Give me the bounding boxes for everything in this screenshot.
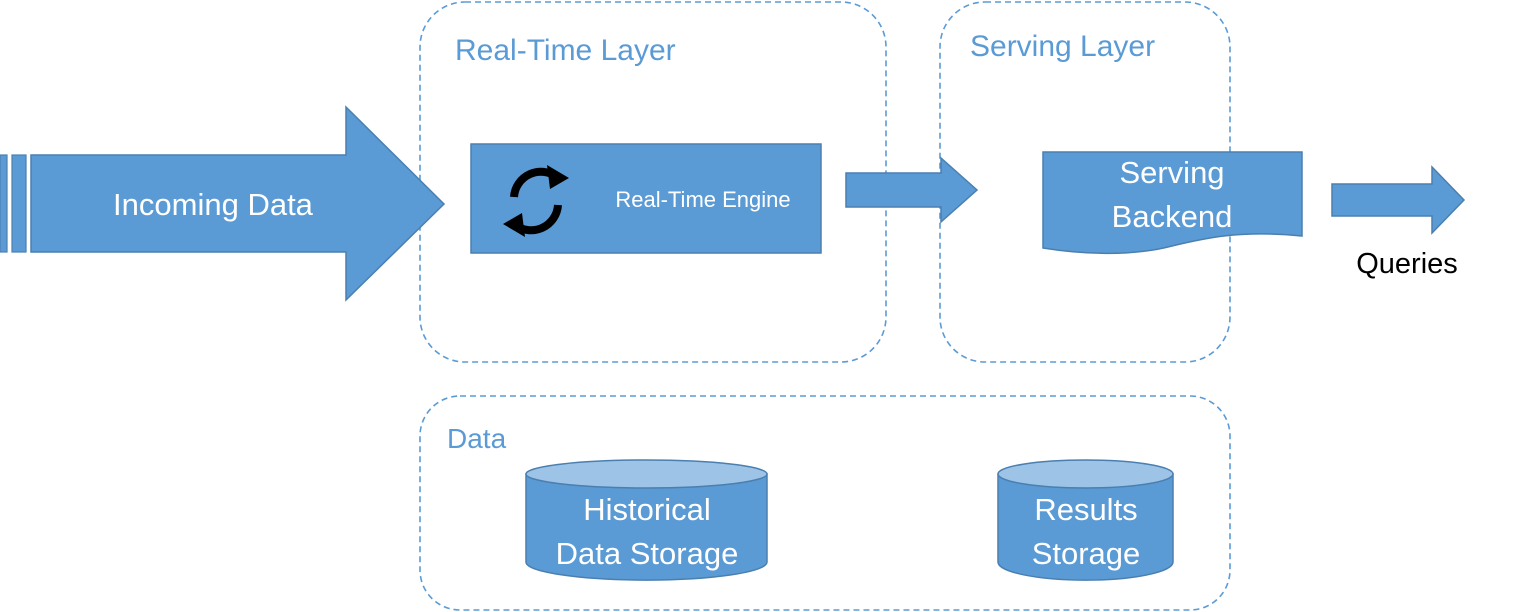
realtime-layer-title: Real-Time Layer — [455, 34, 676, 67]
queries-label: Queries — [1356, 248, 1458, 280]
results-storage-label-line1: Results — [1034, 492, 1137, 527]
data-layer-container — [419, 395, 1231, 611]
serving-backend-document — [1042, 151, 1303, 255]
incoming-data-arrow — [30, 105, 446, 302]
data-layer-title: Data — [447, 423, 507, 454]
serving-layer-title: Serving Layer — [970, 30, 1155, 63]
historical-storage-label-line1: Historical — [583, 492, 710, 527]
serving-backend-label-line1: Serving — [1119, 155, 1224, 190]
incoming-data-label: Incoming Data — [113, 187, 314, 222]
results-storage-cylinder — [997, 459, 1174, 581]
realtime-engine-label: Real-Time Engine — [615, 187, 790, 212]
queries-arrow — [1331, 165, 1466, 235]
realtime-engine-box — [470, 143, 822, 254]
refresh-icon — [503, 165, 569, 237]
serving-backend-label-line2: Backend — [1112, 199, 1233, 234]
incoming-stripe-2 — [11, 154, 27, 253]
historical-storage-label-line2: Data Storage — [556, 536, 739, 571]
historical-data-storage-cylinder — [525, 459, 768, 581]
results-storage-label-line2: Storage — [1032, 536, 1141, 571]
engine-to-serving-arrow — [845, 156, 979, 224]
incoming-stripe-1 — [0, 154, 8, 253]
